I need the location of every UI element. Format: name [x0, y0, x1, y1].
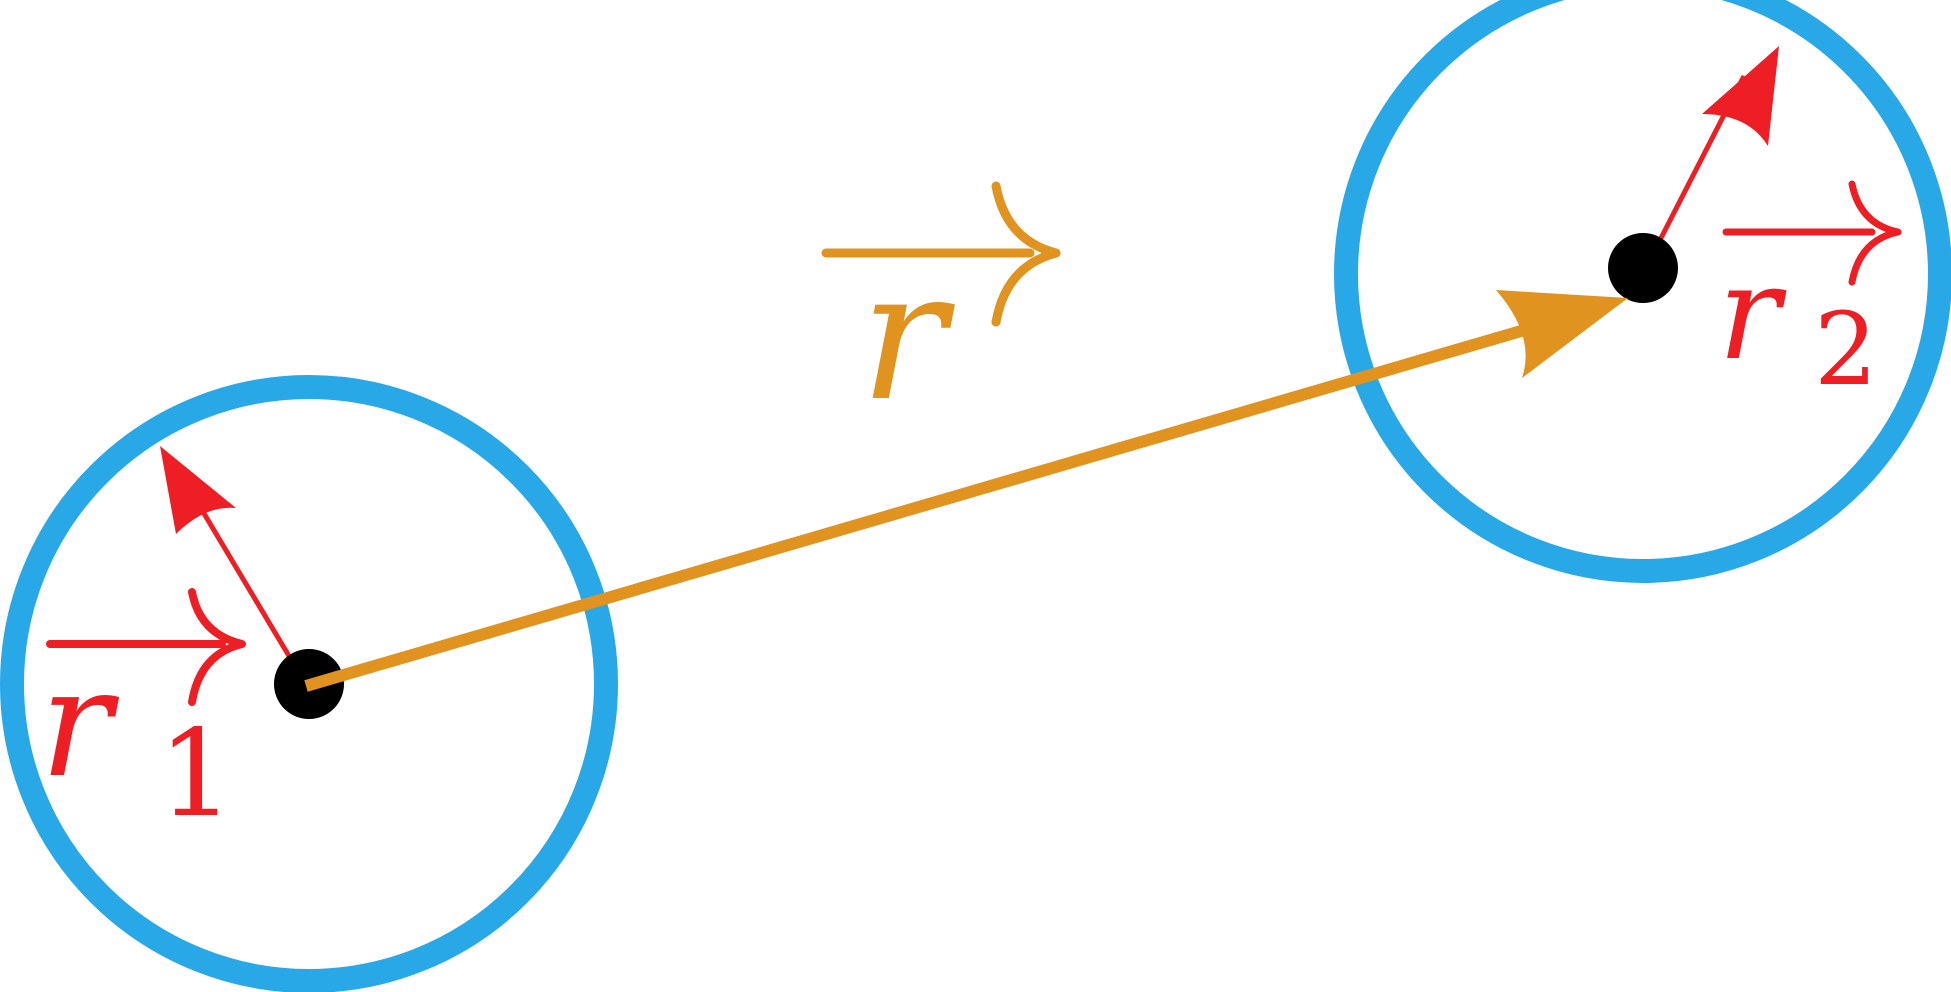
r-label-symbol: r	[860, 232, 955, 441]
r2-vector-arrowhead	[1702, 46, 1779, 146]
r-label: r	[821, 181, 1061, 441]
r1-label-subscript: 1	[158, 705, 234, 844]
r1-vector-arrowhead	[160, 446, 236, 534]
left-circle	[0, 375, 618, 992]
r1-vector-shaft	[187, 488, 292, 658]
r1-label-symbol: r	[40, 637, 120, 811]
r1-label: r 1	[40, 588, 246, 844]
r2-label-vector-arrow-icon	[1722, 180, 1902, 286]
r1-label-vector-arrow-icon	[46, 588, 246, 706]
r2-label: r 2	[1718, 180, 1902, 408]
r-vector-arrowhead	[1496, 290, 1628, 378]
r-label-vector-arrow-icon	[821, 181, 1061, 327]
r-vector-shaft	[304, 323, 1530, 692]
r2-label-symbol: r	[1718, 237, 1787, 389]
right-circle	[1334, 0, 1951, 583]
right-center-dot	[1608, 233, 1678, 303]
r2-label-subscript: 2	[1814, 291, 1878, 408]
